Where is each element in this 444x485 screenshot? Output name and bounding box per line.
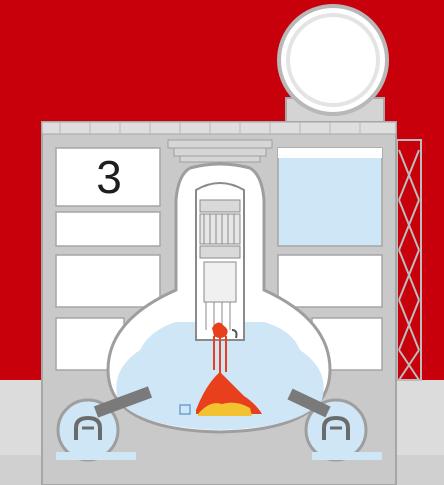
- scaffold-tower: [397, 140, 421, 380]
- spent-fuel-pool-icon: [278, 148, 382, 246]
- basement-water-left: [56, 452, 136, 460]
- shield-plug: [168, 140, 272, 162]
- basement-water-right: [312, 452, 382, 460]
- top-dome: [279, 6, 387, 124]
- unit-number-label: 3: [58, 148, 160, 206]
- reactor-vessel-icon: [196, 183, 244, 340]
